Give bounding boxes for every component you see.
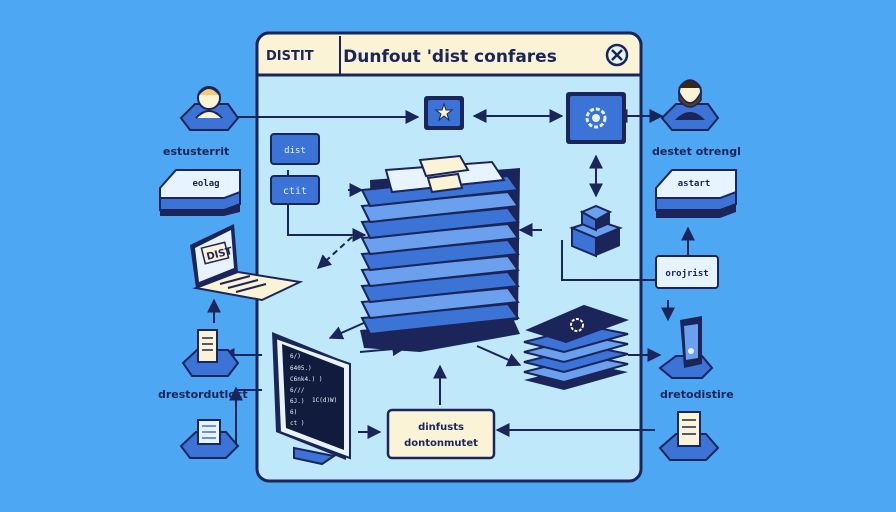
laptop-icon[interactable]: DIST [190,224,304,302]
terminal-line: 6405.) [290,365,312,372]
info-box[interactable]: dinfusts dontonmutet [386,408,496,460]
document-icon [197,329,218,363]
right-stack-node[interactable]: astart [655,169,737,218]
left-bottom-label: drestordutloct [158,388,248,401]
phone-icon[interactable] [658,316,714,379]
gear-server-stack[interactable] [523,304,630,390]
left-user-node[interactable] [179,86,240,131]
ctit-box[interactable]: ctit [270,175,320,205]
gear-node-icon [585,107,607,129]
terminal-line: 6J.) [290,398,304,405]
user-avatar-icon [195,86,223,119]
bearded-user-icon [675,79,705,120]
left-stack-label: eolag [192,179,219,189]
right-stack-label: astart [678,179,711,189]
left-stack-node[interactable]: eolag [159,169,241,216]
right-top-label: destet otrengl [652,145,741,158]
close-icon[interactable] [605,43,629,67]
terminal-line: 6) [290,409,297,416]
right-info-box-label: orojrist [665,268,708,279]
cube-stack-node[interactable] [569,204,623,258]
monitor-icon[interactable]: 6/) 6405.) C6nk4.) ) 6/// 6J.) 6) ct ) 1… [272,332,351,466]
window-title: Dunfout 'dist confares [343,47,557,67]
dist-box[interactable]: dist [270,133,320,165]
connector-arrows [207,109,695,445]
left-top-label: estusterrit [163,145,229,158]
star-node-icon [434,102,454,122]
left-document-node[interactable] [181,329,240,377]
right-bottom-label: dretodistire [660,388,734,401]
server-stack-icon[interactable] [360,154,520,352]
gear-icon [570,318,584,332]
terminal-line: ct ) [290,420,304,427]
terminal-line: C6nk4.) ) [290,376,323,383]
right-user-node[interactable] [660,79,720,131]
window-tag: DISTIT [266,49,314,64]
terminal-line: 6/) [290,353,301,360]
info-box-line2: dontonmutet [404,438,478,449]
ctit-box-label: ctit [283,186,307,197]
terminal-line: 6/// [290,387,305,394]
star-node[interactable] [424,96,464,130]
left-bottom-device[interactable] [179,419,240,459]
dist-box-label: dist [284,146,306,156]
right-info-box[interactable]: orojrist [655,255,719,289]
info-box-line1: dinfusts [418,422,464,433]
gear-node[interactable] [566,92,626,144]
terminal-side-text: 1C(d)W) [312,397,337,404]
terminal-text: 6/) 6405.) C6nk4.) ) 6/// 6J.) 6) ct ) 1… [290,353,337,427]
right-bottom-document[interactable] [658,411,720,461]
